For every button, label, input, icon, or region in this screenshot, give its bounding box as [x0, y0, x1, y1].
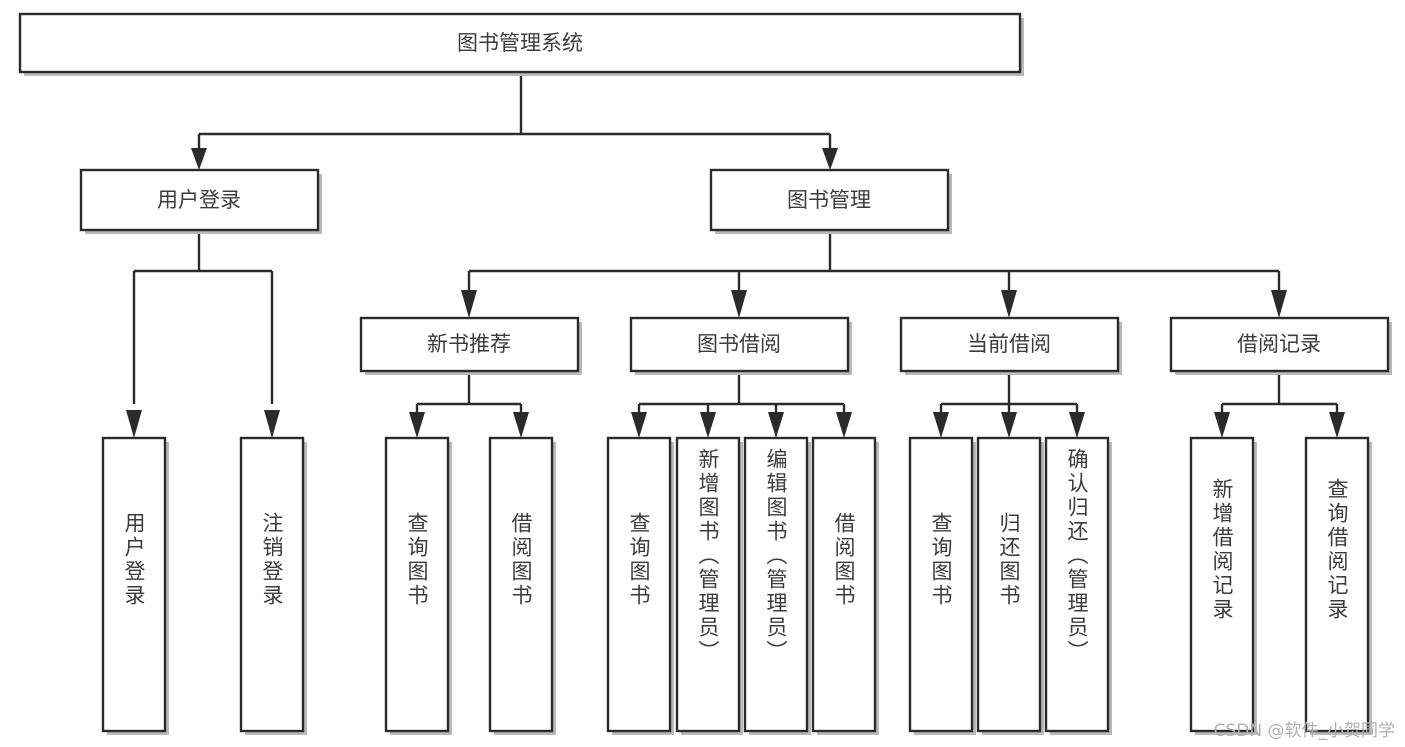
node-leaf-add-book[interactable]: 新增图书（管理员） — [675, 436, 743, 735]
node-book-borrow-box — [629, 316, 850, 373]
node-leaf-borrow-book-1-label: 借阅图书 — [509, 512, 533, 608]
node-new-book-rec-label: 新书推荐 — [427, 332, 511, 356]
node-leaf-query-record-label: 查询借阅记录 — [1325, 478, 1349, 622]
arrow-leaf-return-book — [1001, 412, 1017, 438]
node-leaf-query-record-box — [1304, 436, 1370, 733]
arrow-leaf-add-book — [700, 412, 716, 438]
arrow-book-borrow — [731, 290, 747, 318]
node-leaf-return-book[interactable]: 归还图书 — [976, 436, 1044, 735]
node-leaf-add-book-label: 新增图书（管理员） — [696, 448, 720, 664]
arrow-leaf-query-book-3 — [933, 412, 949, 438]
node-leaf-return-book-box — [976, 436, 1042, 733]
arrow-leaf-user-login — [126, 410, 142, 438]
arrow-leaf-query-record — [1329, 412, 1345, 438]
node-leaf-user-logout-box — [239, 436, 305, 733]
node-leaf-borrow-book-1-box — [488, 436, 554, 733]
node-leaf-edit-book-box — [743, 436, 809, 733]
arrow-leaf-confirm-return — [1069, 412, 1085, 438]
edges-layer — [126, 74, 1345, 438]
node-leaf-query-book-1[interactable]: 查询图书 — [384, 436, 452, 735]
node-borrow-record[interactable]: 借阅记录 — [1169, 316, 1392, 375]
node-user-login[interactable]: 用户登录 — [79, 168, 322, 234]
node-leaf-query-book-3-label: 查询图书 — [929, 512, 953, 608]
node-current-borrow[interactable]: 当前借阅 — [899, 316, 1122, 375]
arrow-new-book-rec — [461, 290, 477, 318]
node-leaf-user-logout-label: 注销登录 — [260, 512, 284, 608]
node-leaf-add-record-box — [1189, 436, 1255, 733]
node-leaf-add-record-label: 新增借阅记录 — [1210, 478, 1234, 622]
node-book-borrow[interactable]: 图书借阅 — [629, 316, 852, 375]
csdn-watermark: CSDN @软件_小贺同学 — [1213, 721, 1395, 741]
node-leaf-borrow-book-2-label: 借阅图书 — [832, 512, 856, 608]
node-leaf-user-login-box — [101, 436, 167, 733]
node-book-manage[interactable]: 图书管理 — [709, 168, 952, 234]
node-leaf-edit-book-label: 编辑图书（管理员） — [764, 448, 788, 664]
arrow-current-borrow — [1001, 290, 1017, 318]
node-leaf-query-book-3-box — [908, 436, 974, 733]
node-leaf-add-record[interactable]: 新增借阅记录 — [1189, 436, 1257, 735]
node-leaf-return-book-label: 归还图书 — [997, 512, 1021, 608]
arrow-leaf-query-book-2 — [631, 412, 647, 438]
node-borrow-record-box — [1169, 316, 1390, 373]
node-leaf-confirm-return-label: 确认归还（管理员） — [1065, 448, 1089, 664]
arrow-leaf-edit-book — [768, 412, 784, 438]
arrow-leaf-user-logout — [264, 410, 280, 438]
node-leaf-user-logout[interactable]: 注销登录 — [239, 436, 307, 735]
node-new-book-rec-box — [359, 316, 580, 373]
node-book-manage-box — [709, 168, 950, 232]
arrow-leaf-borrow-book-1 — [513, 412, 529, 438]
node-new-book-rec[interactable]: 新书推荐 — [359, 316, 582, 375]
node-leaf-query-record[interactable]: 查询借阅记录 — [1304, 436, 1372, 735]
node-book-manage-label: 图书管理 — [787, 188, 871, 212]
node-current-borrow-box — [899, 316, 1120, 373]
arrow-leaf-query-book-1 — [409, 412, 425, 438]
node-book-borrow-label: 图书借阅 — [697, 332, 781, 356]
node-leaf-add-book-box — [675, 436, 741, 733]
node-leaf-borrow-book-1[interactable]: 借阅图书 — [488, 436, 556, 735]
node-leaf-confirm-return[interactable]: 确认归还（管理员） — [1044, 436, 1112, 735]
arrow-user-login — [191, 148, 207, 170]
node-user-login-label: 用户登录 — [157, 188, 241, 212]
node-leaf-query-book-2[interactable]: 查询图书 — [606, 436, 674, 735]
node-user-login-box — [79, 168, 320, 232]
arrow-borrow-record — [1271, 290, 1287, 318]
arrow-book-manage — [822, 148, 838, 170]
node-borrow-record-label: 借阅记录 — [1237, 332, 1321, 356]
node-leaf-confirm-return-box — [1044, 436, 1110, 733]
node-leaf-query-book-2-label: 查询图书 — [627, 512, 651, 608]
node-leaf-query-book-3[interactable]: 查询图书 — [908, 436, 976, 735]
arrow-leaf-borrow-book-2 — [836, 412, 852, 438]
node-leaf-query-book-2-box — [606, 436, 672, 733]
node-root-box — [18, 12, 1022, 74]
node-leaf-query-book-1-box — [384, 436, 450, 733]
node-leaf-edit-book[interactable]: 编辑图书（管理员） — [743, 436, 811, 735]
node-root-label: 图书管理系统 — [457, 31, 583, 55]
node-leaf-borrow-book-2-box — [811, 436, 877, 733]
arrow-leaf-add-record — [1214, 412, 1230, 438]
node-current-borrow-label: 当前借阅 — [967, 332, 1051, 356]
node-root[interactable]: 图书管理系统 — [18, 12, 1024, 76]
node-leaf-borrow-book-2[interactable]: 借阅图书 — [811, 436, 879, 735]
node-leaf-user-login[interactable]: 用户登录 — [101, 436, 169, 735]
node-leaf-query-book-1-label: 查询图书 — [405, 512, 429, 608]
node-leaf-user-login-label: 用户登录 — [122, 512, 146, 608]
